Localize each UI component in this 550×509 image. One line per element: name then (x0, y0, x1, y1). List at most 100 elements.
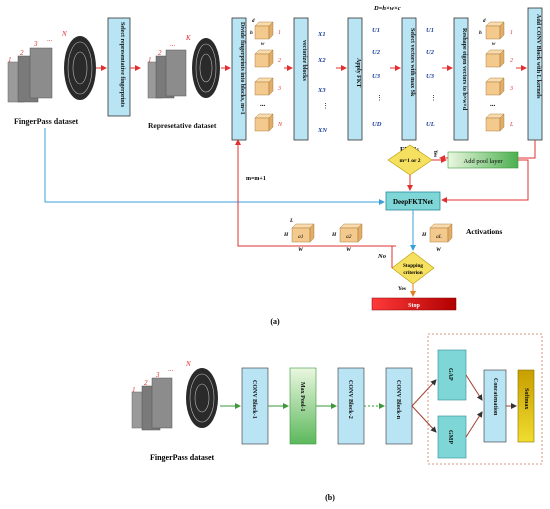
block-right-dots: ... (490, 100, 496, 108)
rep-number-2: 2 (158, 49, 162, 57)
act-dim-w-3: W (436, 247, 442, 253)
max-pool-1-text: Max Pool-1 (299, 382, 305, 412)
act-dim-h-1: H (283, 232, 289, 238)
select-vectors-box (401, 17, 417, 141)
stop-box (371, 297, 457, 311)
reshape-text: Reshape eigen vectors to h×w×d (461, 28, 467, 111)
conv-block-n-text: CONV Block-n (395, 380, 401, 420)
fp-number-dots: ... (47, 35, 53, 43)
rep-dataset-label: Represetative dataset (148, 121, 217, 130)
block-dim-d-r: d (483, 19, 486, 24)
m-increment-label: m=m+1 (246, 176, 266, 182)
u-sel-label-dots: ⋮ (430, 94, 437, 102)
activations-label: Activations (466, 227, 502, 236)
fp-number-2: 2 (20, 49, 24, 57)
u-label-1: U1 (372, 27, 380, 34)
concatenation-text: Concatenation (492, 378, 498, 416)
dataset-label-b: FingerPass dataset (150, 453, 215, 462)
stopping-text-1: Stopping (403, 263, 423, 269)
x-label-2: X2 (317, 57, 326, 64)
activation-cubes (291, 223, 453, 243)
b-fp-number-dots: ... (168, 365, 174, 373)
fingerprint-stack-b (131, 368, 218, 431)
act-cube-a1: a1 (298, 234, 304, 240)
caption-a: (a) (270, 317, 280, 326)
fp-number-n: N (61, 30, 67, 38)
x-label-n: XN (317, 127, 327, 134)
b-fp-number-n: N (185, 360, 191, 368)
deepfktnet-text: DeepFKTNet (393, 198, 434, 206)
no-label: No (377, 253, 387, 260)
u-label-d: UD (372, 121, 382, 128)
u-label-2: U2 (372, 49, 381, 56)
block-dim-h-1: h (250, 31, 253, 36)
u-label-3: U3 (372, 73, 381, 80)
softmax-box (517, 369, 535, 443)
caption-b: (b) (325, 493, 335, 502)
b-fp-number-2: 2 (144, 379, 148, 387)
select-representative-box (107, 17, 131, 117)
act-dim-w-1: W (298, 247, 304, 253)
vectorize-text: vectorize blocks (301, 40, 307, 81)
stop-text: Stop (408, 303, 420, 309)
block-dim-d-1: d (252, 19, 255, 24)
rep-number-1: 1 (148, 56, 152, 64)
block-dim-h-r: h (479, 31, 482, 36)
select-vectors-text: Select vectors with max Sk (409, 28, 415, 97)
vectorize-box (293, 17, 309, 141)
decision-text: m=1 or 2 (399, 158, 420, 164)
block-left-label-n: N (277, 122, 283, 128)
head-container-dashed (427, 333, 543, 465)
stopping-text-2: criterion (403, 270, 422, 276)
block-left-label-2: 2 (278, 58, 281, 64)
u-label-dots: ⋮ (376, 94, 383, 102)
x-label-1: X1 (317, 31, 326, 38)
conv-block-2 (337, 367, 365, 445)
rep-number-dots: ... (170, 40, 176, 48)
softmax-text: Softmax (523, 388, 529, 409)
block-right-label-3: 3 (509, 86, 513, 92)
block-dim-w-r: w (492, 42, 496, 47)
act-dim-h-3: H (421, 232, 427, 238)
yes-label-stop: Yes (398, 286, 406, 292)
add-conv-text: Add CONV Block with L kernels (535, 14, 541, 99)
block-right-label-1: 1 (510, 30, 513, 36)
divide-blocks-text: Divide fingerprints into blocks, m=1 (239, 22, 245, 115)
b-fp-number-3: 3 (155, 371, 160, 379)
u-sel-label-2: U2 (426, 49, 435, 56)
act-dim-w-2: W (346, 247, 352, 253)
act-cube-a2: a2 (346, 234, 352, 240)
u-sel-label-l: UL (426, 121, 435, 128)
act-cube-al: aL (436, 234, 442, 240)
apply-fkt-box (347, 17, 363, 141)
block-left-label-1: 1 (278, 30, 281, 36)
u-sel-label-3: U3 (426, 73, 435, 80)
apply-fkt-text: Apply FKT (355, 58, 361, 88)
u-sel-label-1: U1 (426, 27, 434, 34)
blocks-column-left (254, 21, 274, 132)
gap-box (437, 349, 467, 401)
rep-number-k: K (185, 34, 191, 42)
x-label-3: X3 (317, 87, 326, 94)
conv-block-1-text: CONV Block-1 (251, 380, 257, 419)
x-label-dots: ⋮ (322, 102, 329, 110)
reshape-box (453, 17, 469, 141)
dataset-label-a: FingerPass dataset (14, 117, 79, 126)
block-left-dots: ... (260, 100, 266, 108)
fingerprint-stack-representative (147, 38, 220, 99)
block-left-label-3: 3 (277, 86, 281, 92)
block-right-label-2: 2 (510, 58, 513, 64)
block-dim-w-1: w (261, 42, 265, 47)
gmp-box (437, 415, 467, 459)
act-dim-l-1: L (289, 218, 294, 224)
d-formula: D=h×w×c (373, 5, 401, 12)
fp-number-3: 3 (33, 40, 38, 48)
yes-label-pool: Yes (432, 150, 437, 157)
select-representative-text: Select representative fingerprints (119, 22, 125, 108)
gmp-text: GMP (447, 430, 453, 444)
act-dim-h-2: H (331, 232, 337, 238)
block-right-label-l: L (509, 122, 514, 128)
fingerprint-stack-dataset (7, 36, 96, 103)
conv-block-2-text: CONV Block-2 (347, 380, 353, 419)
